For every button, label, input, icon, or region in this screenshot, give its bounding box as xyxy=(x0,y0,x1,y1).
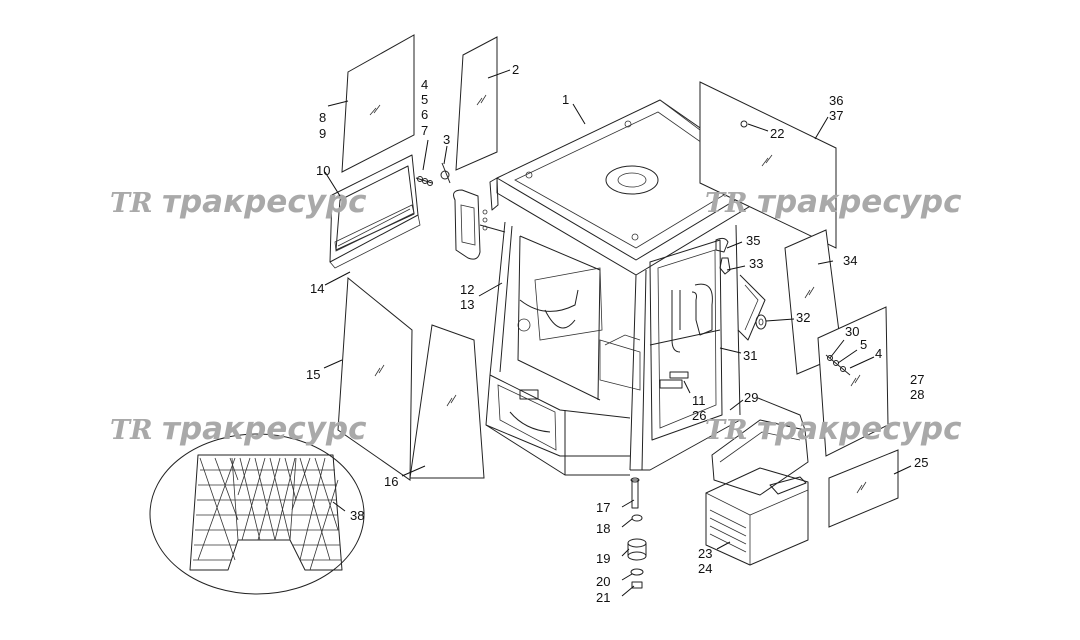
callout-6: 6 xyxy=(421,107,428,122)
watermark-text: тракресурс xyxy=(162,411,367,447)
callout-30: 30 xyxy=(845,324,859,339)
callout-7: 7 xyxy=(421,123,428,138)
watermark-bottom-right: TR тракресурс xyxy=(705,411,962,447)
callout-12: 12 xyxy=(460,282,474,297)
callout-34: 34 xyxy=(843,253,857,268)
callout-8: 8 xyxy=(319,110,326,125)
leader-lines xyxy=(323,69,912,597)
callout-27: 27 xyxy=(910,372,924,387)
callout-31: 31 xyxy=(743,348,757,363)
callout-16: 16 xyxy=(384,474,398,489)
glass-top-left-8-9 xyxy=(341,34,415,173)
fastener-set-left xyxy=(415,176,433,186)
watermark-logo: TR xyxy=(705,415,748,446)
callout-26: 26 xyxy=(692,408,706,423)
callout-17: 17 xyxy=(596,500,610,515)
callout-38: 38 xyxy=(350,508,364,523)
callout-25: 25 xyxy=(914,455,928,470)
callout-9: 9 xyxy=(319,126,326,141)
watermark-logo: TR xyxy=(110,415,153,446)
callout-5: 5 xyxy=(421,92,428,107)
glass-front-15 xyxy=(337,277,413,481)
callout-37: 37 xyxy=(829,108,843,123)
callout-15: 15 xyxy=(306,367,320,382)
callout-19: 19 xyxy=(596,551,610,566)
watermark-logo: TR xyxy=(110,188,153,219)
seat-assembly xyxy=(705,397,809,566)
callout-4-right: 4 xyxy=(875,346,882,361)
mat-diamond-pattern xyxy=(193,457,341,571)
glass-front-16 xyxy=(409,324,485,479)
callout-23: 23 xyxy=(698,546,712,561)
callout-labels: 1 2 3 4 5 6 7 8 9 10 11 12 13 14 15 16 1… xyxy=(306,62,928,605)
callout-28: 28 xyxy=(910,387,924,402)
callout-20: 20 xyxy=(596,574,610,589)
callout-21: 21 xyxy=(596,590,610,605)
watermark-text: тракресурс xyxy=(162,184,367,220)
callout-18: 18 xyxy=(596,521,610,536)
callout-35: 35 xyxy=(746,233,760,248)
watermark-text: тракресурс xyxy=(757,411,962,447)
callout-13: 13 xyxy=(460,297,474,312)
fastener-set-right xyxy=(825,354,851,376)
callout-29: 29 xyxy=(744,390,758,405)
watermark-top-right: TR тракресурс xyxy=(705,184,962,220)
callout-14: 14 xyxy=(310,281,324,296)
floor-mat-detail xyxy=(149,433,365,595)
mirror-assembly xyxy=(440,162,506,260)
callout-3: 3 xyxy=(443,132,450,147)
watermark-top-left: TR тракресурс xyxy=(110,184,367,220)
callout-32: 32 xyxy=(796,310,810,325)
callout-5-right: 5 xyxy=(860,337,867,352)
glass-rear-22 xyxy=(699,81,837,249)
callout-11: 11 xyxy=(692,393,706,408)
glass-side-27-28 xyxy=(817,306,889,457)
callout-33: 33 xyxy=(749,256,763,271)
callout-22: 22 xyxy=(770,126,784,141)
cab-frame xyxy=(485,221,766,476)
grab-handle xyxy=(659,283,713,389)
door-hardware xyxy=(715,120,767,330)
callout-24: 24 xyxy=(698,561,712,576)
callout-1: 1 xyxy=(562,92,569,107)
glass-top-2 xyxy=(455,36,498,171)
callout-10: 10 xyxy=(316,163,330,178)
glass-side-25 xyxy=(828,449,899,528)
callout-36: 36 xyxy=(829,93,843,108)
cab-mount xyxy=(627,477,647,589)
sun-visor xyxy=(329,154,421,269)
watermark-logo: TR xyxy=(705,188,748,219)
callout-2: 2 xyxy=(512,62,519,77)
watermark-text: тракресурс xyxy=(757,184,962,220)
callout-4: 4 xyxy=(421,77,428,92)
watermark-bottom-left: TR тракресурс xyxy=(110,411,367,447)
